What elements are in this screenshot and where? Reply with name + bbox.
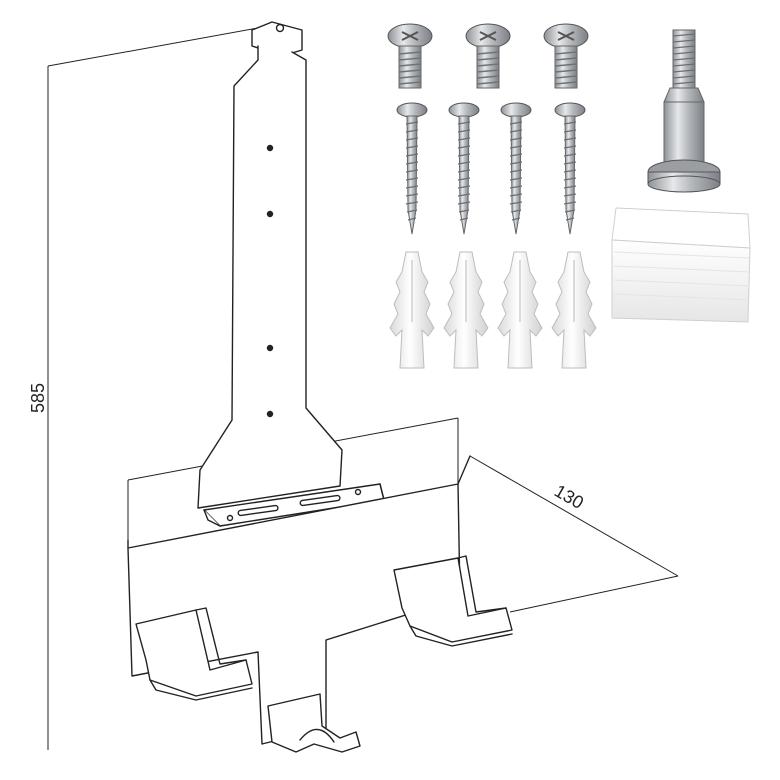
wood-screw-shank — [510, 115, 522, 235]
wood-screw-shank — [406, 115, 418, 235]
machine-screw-recess — [479, 31, 497, 41]
bracket-upright — [197, 45, 343, 509]
wood-screw-head — [396, 102, 428, 118]
bracket-top-hook-hole — [275, 23, 285, 33]
upright-hole-4 — [266, 410, 274, 418]
shoulder-bolt — [647, 29, 721, 193]
machine-screw — [543, 23, 589, 89]
bracket-tray-floor — [127, 455, 471, 549]
headset-hook — [267, 693, 361, 753]
wood-screw — [554, 102, 586, 235]
wall-plug — [551, 251, 597, 369]
upright-hole-3 — [266, 344, 274, 352]
bracket-clamp-lip — [203, 483, 385, 527]
adhesive-pad-front — [611, 239, 751, 323]
left-cradle-lip — [149, 607, 253, 701]
wood-screw-shank — [564, 115, 576, 235]
hardware-set — [387, 23, 751, 369]
adhesive-pad — [611, 207, 751, 323]
machine-screw-thread — [398, 51, 422, 85]
wood-screw-thread — [563, 121, 577, 221]
depth-dimension-line — [469, 455, 679, 577]
wood-screw-thread — [457, 121, 471, 221]
wood-screw — [448, 102, 480, 235]
machine-screw-recess — [557, 31, 575, 41]
wood-screw-thread — [405, 121, 419, 221]
machine-screw-thread — [476, 51, 500, 85]
machine-screw — [465, 23, 511, 89]
wall-plug — [389, 251, 435, 369]
depth-label: 130 — [551, 481, 587, 513]
left-cradle — [135, 609, 253, 697]
shoulder-bolt-head-bottom — [647, 175, 721, 193]
depth-extension-right — [509, 575, 679, 613]
machine-screw-thread — [554, 51, 578, 85]
wood-screw-thread — [509, 121, 523, 221]
clamp-slot-1 — [237, 504, 279, 517]
wood-screw-head — [554, 102, 586, 118]
upright-hole-2 — [266, 210, 274, 218]
mounting-bracket — [127, 21, 513, 753]
clamp-hole-2 — [354, 488, 362, 496]
shoulder-bolt-collar — [663, 87, 705, 103]
wood-screw-shank — [458, 115, 470, 235]
adhesive-pad-layers — [613, 251, 750, 301]
clamp-hole-1 — [226, 514, 234, 522]
wood-screw-head — [448, 102, 480, 118]
right-cradle-lip — [409, 555, 513, 647]
wood-screw-head — [500, 102, 532, 118]
machine-screw-recess — [401, 31, 419, 41]
machine-screw — [387, 23, 433, 89]
height-extension-top — [47, 27, 259, 67]
headset-hook-curl — [299, 728, 335, 743]
shoulder-bolt-thread-lines — [672, 33, 696, 85]
wall-plug — [497, 251, 543, 369]
height-label: 585 — [28, 383, 48, 413]
shoulder-bolt-shaft — [663, 101, 705, 167]
upright-hole-1 — [266, 144, 274, 152]
wall-plug — [443, 251, 489, 369]
wood-screw — [500, 102, 532, 235]
clamp-slot-2 — [299, 494, 341, 507]
wood-screw — [396, 102, 428, 235]
right-cradle — [393, 557, 513, 643]
